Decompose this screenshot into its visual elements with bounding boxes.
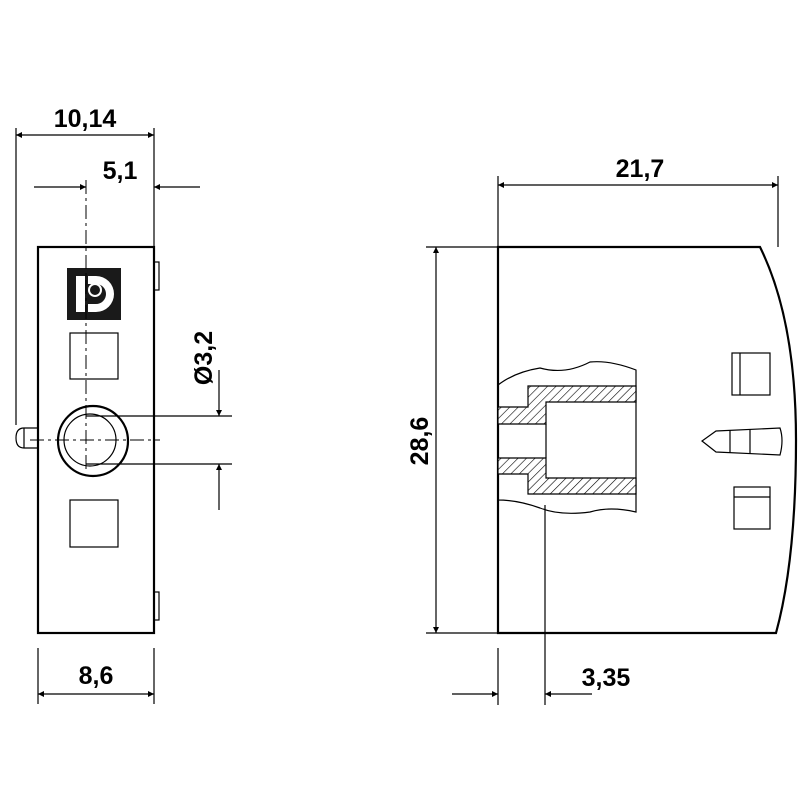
front-view-latch-nose — [700, 427, 783, 456]
side-view-latch-bottom — [153, 591, 160, 621]
dimension-hole-offset: 5,1 — [34, 157, 200, 190]
front-view — [496, 245, 798, 635]
dimension-height: 28,6 — [406, 246, 498, 634]
dimension-overall-depth: 10,14 — [15, 105, 155, 425]
dimension-hole-diameter: Ø3,2 — [86, 331, 232, 510]
side-view-window-bottom — [69, 499, 119, 548]
dimension-overall-length-label: 21,7 — [616, 155, 665, 183]
dimension-hole-offset-label: 5,1 — [103, 157, 138, 185]
dimension-overall-length: 21,7 — [497, 155, 779, 247]
dimension-socket-offset-label: 3,35 — [582, 664, 631, 692]
front-view-break-section — [497, 361, 637, 514]
front-view-window-top — [731, 352, 771, 396]
dimension-hole-diameter-label: Ø3,2 — [190, 331, 218, 385]
front-view-body — [496, 245, 798, 635]
side-view-hole-outer — [56, 404, 130, 478]
socket-wall-bottom — [497, 457, 637, 495]
side-view-latch-top — [153, 261, 160, 291]
front-view-window-bottom — [733, 486, 771, 530]
side-view-window-top — [69, 332, 119, 380]
side-view — [15, 180, 160, 635]
socket-wall-top — [497, 385, 637, 425]
dimension-height-label: 28,6 — [406, 417, 434, 466]
phoenix-contact-logo — [67, 268, 121, 320]
dimension-base-width: 8,6 — [37, 648, 155, 704]
dimension-base-width-label: 8,6 — [79, 662, 114, 690]
dimension-socket-offset: 3,35 — [452, 505, 630, 705]
side-view-pin — [15, 427, 38, 449]
dimension-overall-depth-label: 10,14 — [54, 105, 117, 133]
